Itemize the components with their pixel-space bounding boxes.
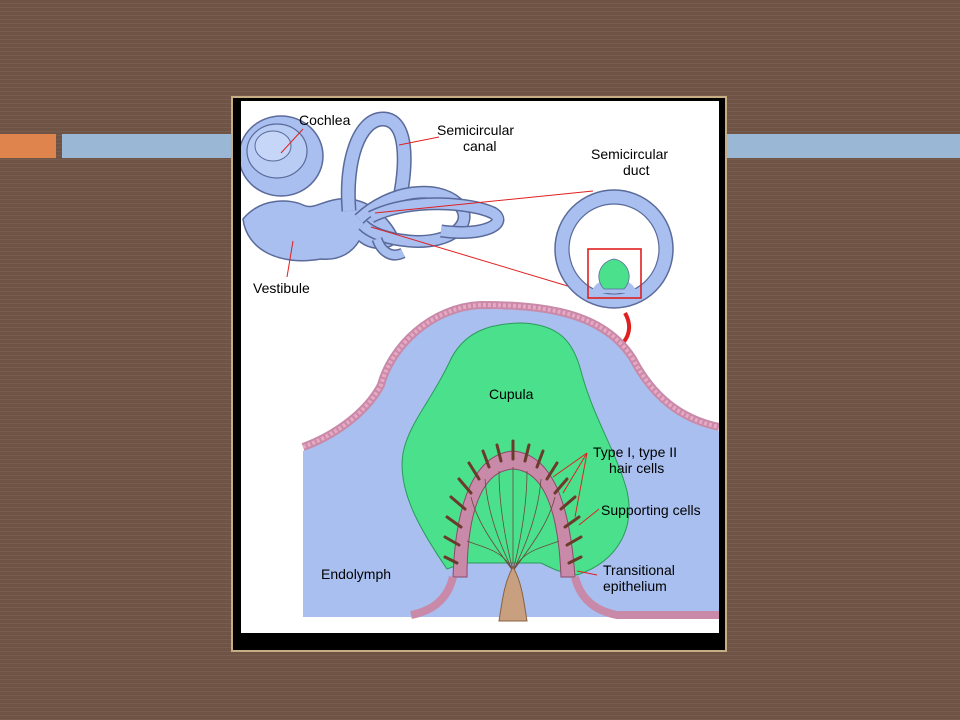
zoom-line-bottom (370, 226, 592, 294)
nerve-fibers (466, 467, 560, 572)
label-semicircular-canal-2: canal (463, 138, 496, 154)
zoom-box (587, 248, 642, 299)
label-hair-cells-1: Type I, type II (593, 444, 677, 460)
label-cochlea: Cochlea (299, 112, 351, 128)
semicircular-canals (340, 111, 505, 261)
membrane-wall (301, 300, 719, 451)
semicircular-duct (554, 189, 674, 309)
label-semicircular-duct-2: duct (623, 162, 650, 178)
transitional-epithelium-right (571, 575, 719, 619)
crista-epithelium (452, 450, 576, 578)
label-transitional-2: epithelium (603, 578, 667, 594)
label-transitional-1: Transitional (603, 562, 675, 578)
label-semicircular-duct-1: Semicircular (591, 146, 668, 162)
hair-cells (443, 439, 583, 565)
leader-lines (280, 128, 600, 576)
label-endolymph: Endolymph (321, 566, 391, 582)
label-hair-cells-2: hair cells (609, 460, 664, 476)
accent-bar (0, 134, 56, 158)
diagram-frame: Cochlea Semicircular canal Semicircular … (231, 96, 727, 652)
zoom-line-top (374, 190, 594, 214)
cupula (401, 322, 630, 576)
nerve-stalk (498, 565, 528, 622)
vestibular-diagram: Cochlea Semicircular canal Semicircular … (241, 101, 719, 633)
label-supporting-cells: Supporting cells (601, 502, 701, 518)
transitional-epithelium-left (410, 575, 457, 619)
label-semicircular-canal-1: Semicircular (437, 122, 514, 138)
cochlea (241, 115, 324, 197)
label-cupula: Cupula (489, 386, 534, 402)
label-vestibule: Vestibule (253, 280, 310, 296)
